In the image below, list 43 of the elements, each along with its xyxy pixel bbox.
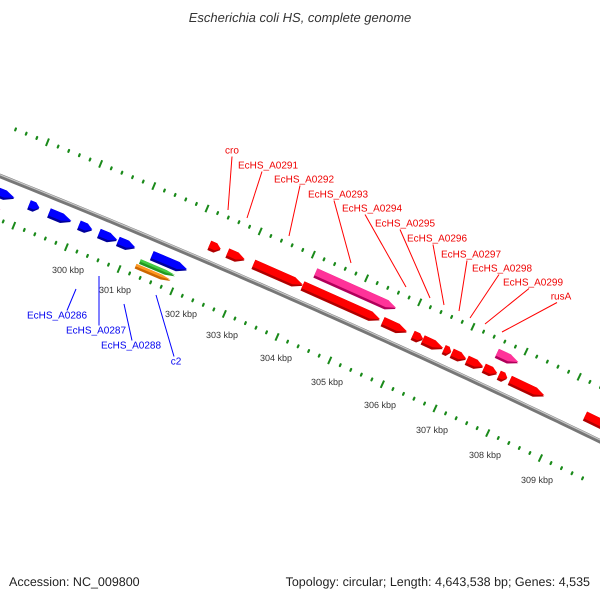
gene-label: EcHS_A0299 (502, 278, 564, 288)
leader-line (156, 294, 174, 357)
gene-label: EcHS_A0296 (406, 234, 468, 244)
gene-label: EcHS_A0297 (440, 250, 502, 260)
leader-line (334, 200, 352, 264)
leader-line (124, 304, 132, 341)
leader-line (66, 288, 76, 311)
gene-label: rusA (550, 292, 572, 302)
gene-label: EcHS_A0287 (66, 326, 126, 336)
scale-label: 307 kbp (416, 425, 448, 435)
gene-label: cro (225, 146, 239, 156)
leader-line (502, 302, 558, 332)
leader-line (228, 156, 232, 210)
scale-label: 302 kbp (164, 309, 198, 319)
leader-line (98, 276, 100, 326)
leader-line (432, 244, 444, 306)
leader-line (246, 171, 262, 218)
leader-line (458, 260, 468, 312)
map-title: Escherichia coli HS, complete genome (188, 10, 412, 25)
gene-label: EcHS_A0291 (238, 160, 298, 172)
accession-text: Accession: NC_009800 (9, 575, 140, 589)
scale-label: 303 kbp (206, 330, 238, 340)
gene-label: EcHS_A0293 (308, 190, 368, 200)
scale-label: 306 kbp (364, 400, 396, 410)
gene-label: EcHS_A0295 (374, 218, 436, 230)
genome-summary-text: Topology: circular; Length: 4,643,538 bp; Genes: 4,535 (286, 575, 590, 589)
leader-line (470, 274, 500, 318)
gene-label: EcHS_A0298 (472, 264, 532, 274)
scale-label: 309 kbp (520, 475, 554, 485)
gene-label: c2 (170, 356, 182, 368)
gene-label: EcHS_A0288 (100, 340, 162, 352)
leader-line (400, 229, 430, 298)
leader-line (288, 185, 300, 236)
gene-label: EcHS_A0292 (274, 174, 334, 186)
leader-line (364, 214, 406, 288)
scale-label: 305 kbp (310, 377, 344, 387)
gene-label: EcHS_A0286 (26, 310, 88, 322)
scale-label: 300 kbp (52, 265, 84, 275)
scale-label: 304 kbp (260, 353, 292, 363)
leader-line (484, 288, 530, 324)
scale-label: 308 kbp (468, 450, 502, 460)
scale-label: 301 kbp (98, 285, 132, 295)
gene-label: EcHS_A0294 (342, 204, 402, 214)
